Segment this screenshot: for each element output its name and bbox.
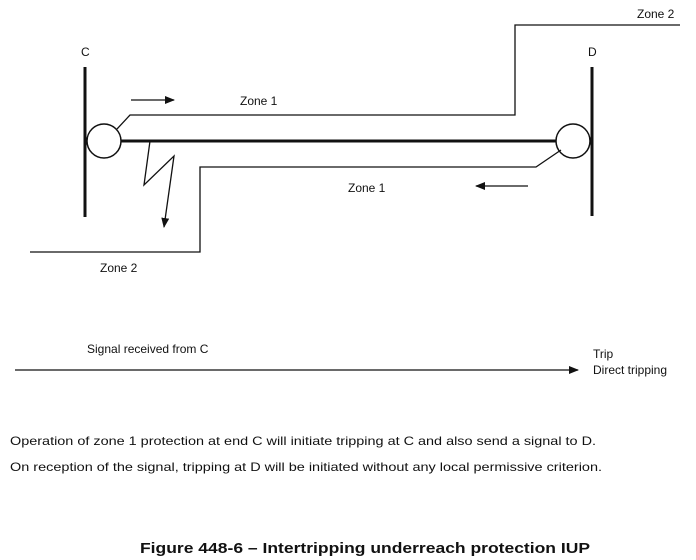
description-line-2: On reception of the signal, tripping at … xyxy=(10,460,602,474)
zone1-lower-label: Zone 1 xyxy=(348,181,386,195)
signal-label: Signal received from C xyxy=(87,342,209,356)
relay-c xyxy=(86,123,122,159)
zone1-upper-label: Zone 1 xyxy=(240,94,278,108)
end-d-label: D xyxy=(588,45,597,59)
zone-reach-c xyxy=(116,24,680,130)
zone2-top-label: Zone 2 xyxy=(637,7,675,21)
figure-caption: Figure 448-6 – Intertripping underreach … xyxy=(140,540,590,557)
fault-lightning-icon xyxy=(143,140,175,228)
end-c-label: C xyxy=(81,45,90,59)
signal-result-trip: Trip xyxy=(593,347,614,361)
zone2-bottom-label: Zone 2 xyxy=(100,261,138,275)
description-line-1: Operation of zone 1 protection at end C … xyxy=(10,434,596,448)
relay-d xyxy=(555,123,591,159)
zone-reach-d xyxy=(30,149,562,253)
signal-result-direct: Direct tripping xyxy=(593,363,667,377)
